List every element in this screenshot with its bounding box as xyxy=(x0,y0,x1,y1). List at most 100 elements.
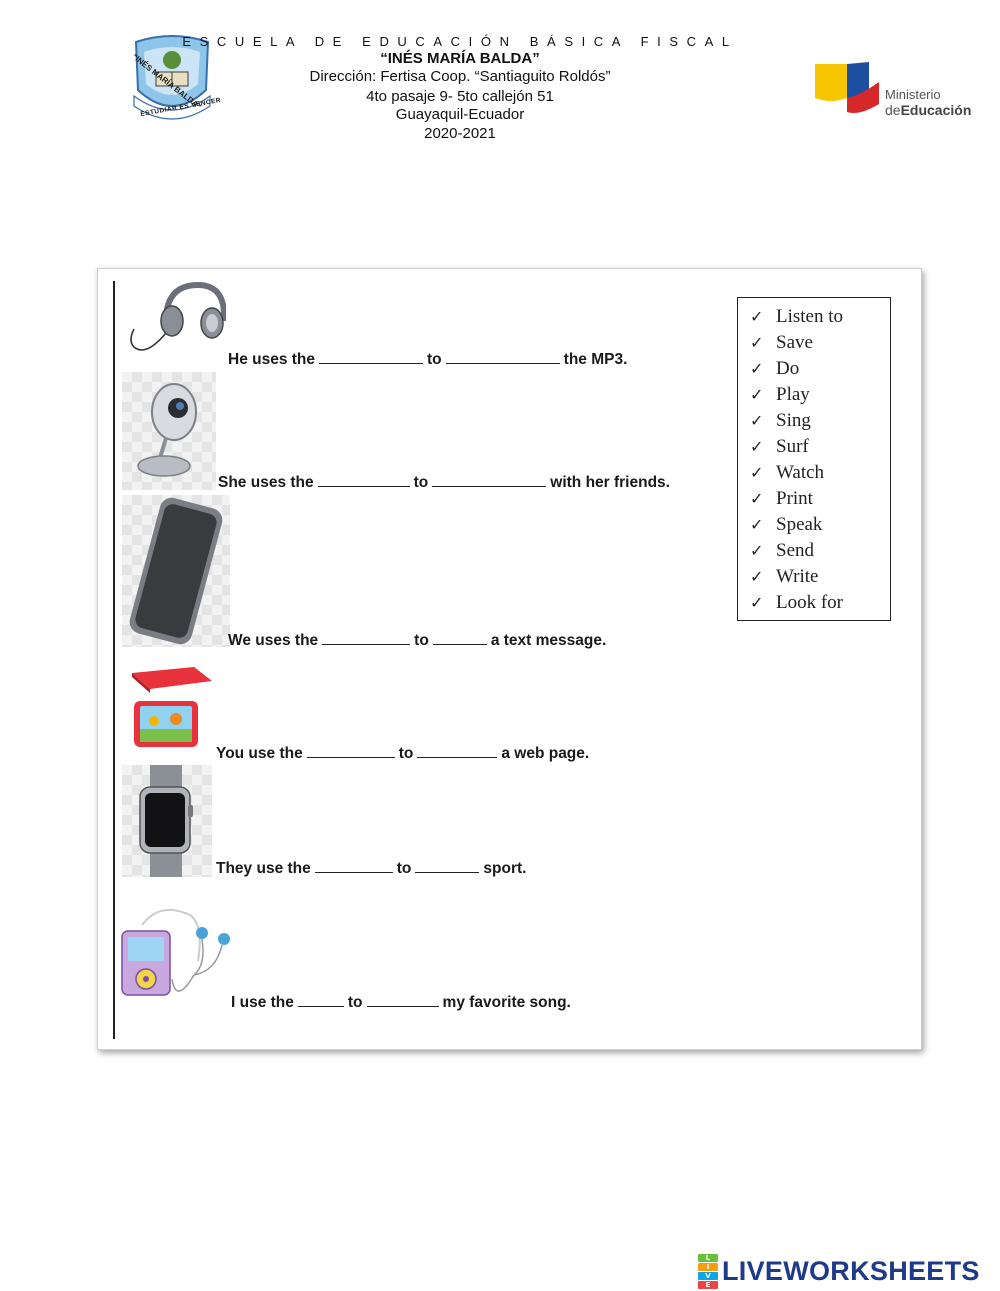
liveworksheets-logo[interactable]: L I V E LIVEWORKSHEETS xyxy=(698,1253,980,1289)
word-bank-item: ✓ Do xyxy=(750,358,800,380)
blank-2b[interactable] xyxy=(432,474,547,487)
school-seal xyxy=(130,32,214,120)
sentence-6-part1: I use the xyxy=(231,994,294,1011)
smartphone-image xyxy=(122,495,230,647)
word-bank-label: Write xyxy=(776,566,819,587)
sentence-3-part2: to xyxy=(414,632,429,649)
word-bank-item: ✓ Speak xyxy=(750,514,823,536)
logo-letter-v: V xyxy=(698,1271,718,1280)
checkmark-icon: ✓ xyxy=(750,593,764,612)
checkmark-icon: ✓ xyxy=(750,437,764,456)
sentence-2-part3: with her friends. xyxy=(550,474,670,491)
sentence-2: She uses the to with her friends. xyxy=(218,474,670,492)
tablet-icon xyxy=(132,667,212,747)
liveworksheets-logo-icon: L I V E xyxy=(698,1253,718,1289)
sentence-6: I use the to my favorite song. xyxy=(231,994,571,1012)
sentence-2-part2: to xyxy=(413,474,429,491)
word-bank-item: ✓ Send xyxy=(750,540,814,562)
sentence-6-part2: to xyxy=(347,994,363,1011)
blank-3b[interactable] xyxy=(432,632,487,645)
word-bank-item: ✓ Write xyxy=(750,566,819,588)
word-bank-label: Surf xyxy=(776,436,809,457)
word-bank-label: Play xyxy=(776,384,810,405)
school-address: Dirección: Fertisa Coop. “Santiaguito Ro… xyxy=(309,68,611,85)
ministry-line2-prefix: de xyxy=(885,102,901,118)
ministry-line2-bold: Educación xyxy=(900,102,972,118)
ministry-line2: deEducación xyxy=(885,102,971,118)
blank-3a[interactable] xyxy=(322,632,411,645)
checkmark-icon: ✓ xyxy=(750,567,764,586)
sentence-5-part1: They use the xyxy=(216,860,311,877)
mp3-player-image xyxy=(120,905,236,1013)
sentence-3-part1: We uses the xyxy=(228,632,319,649)
word-bank-label: Print xyxy=(776,488,813,509)
blank-4b[interactable] xyxy=(417,745,498,758)
blank-5b[interactable] xyxy=(415,860,480,873)
checkmark-icon: ✓ xyxy=(750,463,764,482)
blank-5a[interactable] xyxy=(314,860,393,873)
word-bank-item: ✓ Listen to xyxy=(750,306,844,328)
blank-1b[interactable] xyxy=(445,351,560,364)
word-bank-item: ✓ Surf xyxy=(750,436,809,458)
word-bank-item: ✓Watch xyxy=(750,462,824,484)
school-type: ESCUELA DE EDUCACIÓN BÁSICA FISCAL xyxy=(182,34,738,49)
sentence-1-part1: He uses the xyxy=(228,351,316,368)
checkmark-icon: ✓ xyxy=(750,307,764,326)
word-bank-label: Do xyxy=(776,358,800,379)
logo-letter-i: I xyxy=(698,1262,718,1271)
checkmark-icon: ✓ xyxy=(750,489,764,508)
school-seal-icon xyxy=(133,35,211,120)
school-address-2: 4to pasaje 9- 5to callejón 51 xyxy=(366,88,554,105)
word-bank-item: ✓ Save xyxy=(750,332,813,354)
webcam-icon xyxy=(137,383,197,477)
word-bank: ✓ Listen to ✓ Save ✓ Do ✓ Play ✓ Sing ✓ Surf ✓… xyxy=(737,297,891,621)
ministry-logo: Ministerio deEducación xyxy=(813,60,983,122)
checkmark-icon: ✓ xyxy=(750,515,764,534)
blank-1a[interactable] xyxy=(319,351,424,364)
word-bank-label: Send xyxy=(776,540,814,561)
sentence-1-part3: the MP3. xyxy=(563,351,628,368)
word-bank-label: Sing xyxy=(776,410,811,431)
sentence-1: He uses the to the MP3. xyxy=(228,351,627,369)
sentence-4-part2: to xyxy=(398,745,414,762)
checkmark-icon: ✓ xyxy=(750,359,764,378)
sentence-5-part3: sport. xyxy=(483,860,527,877)
headphones-icon xyxy=(130,281,228,351)
checkmark-icon: ✓ xyxy=(750,333,764,352)
blank-6a[interactable] xyxy=(297,994,344,1007)
sentence-3: We uses the to a text message. xyxy=(228,632,606,650)
sentence-6-part3: my favorite song. xyxy=(442,994,571,1011)
word-bank-item: ✓ Play xyxy=(750,384,810,406)
school-name: “INÉS MARÍA BALDA” xyxy=(380,50,540,67)
blank-4a[interactable] xyxy=(306,745,395,758)
headphones-image xyxy=(126,277,228,363)
logo-letter-l: L xyxy=(698,1253,718,1262)
school-year: 2020-2021 xyxy=(424,125,496,142)
worksheet-panel: He uses the to the MP3. She uses the to with… xyxy=(97,268,922,1050)
checkmark-icon: ✓ xyxy=(750,385,764,404)
word-bank-label: Look for xyxy=(776,592,844,613)
word-bank-label: Listen to xyxy=(776,306,844,327)
checkmark-icon: ✓ xyxy=(750,411,764,430)
smartwatch-image xyxy=(122,765,212,877)
sentence-4-part3: a web page. xyxy=(501,745,590,762)
sentence-3-part3: a text message. xyxy=(490,632,607,649)
blank-6b[interactable] xyxy=(366,994,439,1007)
webcam-image xyxy=(122,372,216,490)
smartwatch-icon xyxy=(139,765,193,877)
mp3-player-icon xyxy=(121,908,230,996)
tablet-image xyxy=(128,659,214,751)
word-bank-item: ✓ Look for xyxy=(750,592,844,614)
word-bank-item: ✓ Sing xyxy=(750,410,811,432)
blank-2a[interactable] xyxy=(317,474,410,487)
word-bank-label: Speak xyxy=(776,514,823,535)
margin-line xyxy=(113,281,115,1039)
word-bank-label: Save xyxy=(776,332,813,353)
sentence-2-part1: She uses the xyxy=(218,474,314,491)
checkmark-icon: ✓ xyxy=(750,541,764,560)
word-bank-item: ✓ Print xyxy=(750,488,813,510)
sentence-1-part2: to xyxy=(427,351,442,368)
ecuador-flag-icon xyxy=(815,62,879,113)
